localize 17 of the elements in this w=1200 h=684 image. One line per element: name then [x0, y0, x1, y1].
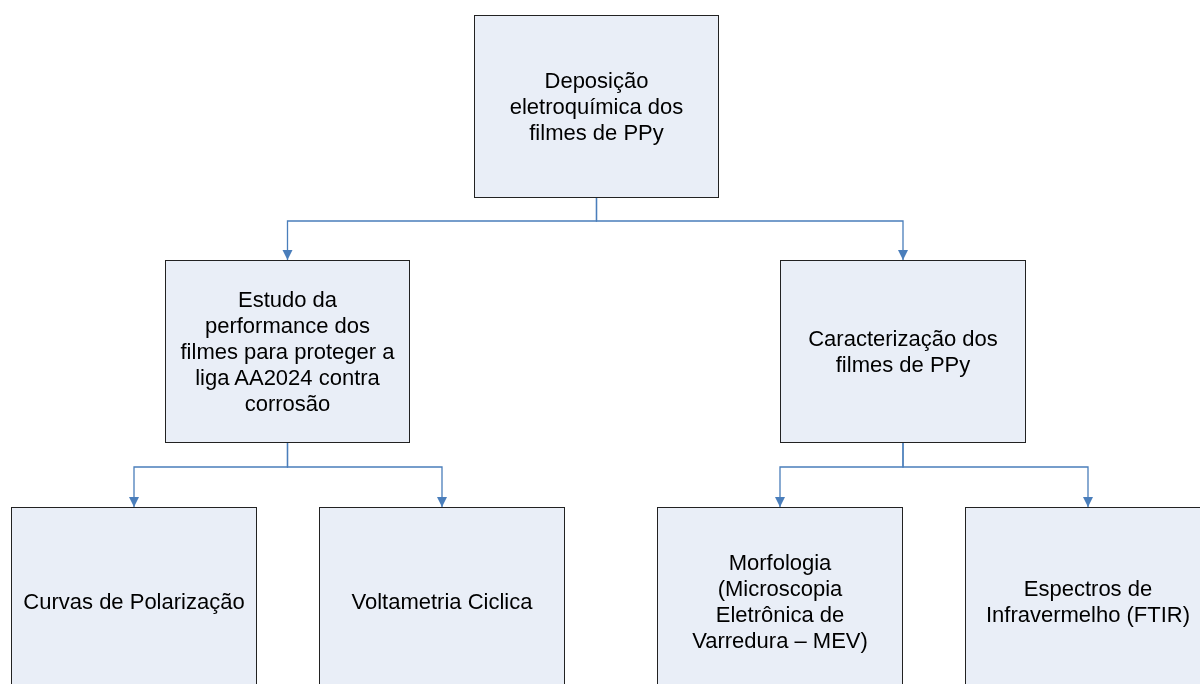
- connector-arrow: [902, 442, 1093, 508]
- box-text: Morfologia (Microscopia Eletrônica de Varredura – MEV): [691, 550, 869, 654]
- box-text: Voltametria Ciclica: [351, 589, 533, 615]
- connector-arrow: [286, 442, 447, 508]
- process-box: [657, 507, 903, 684]
- box-text: Curvas de Polarização: [23, 589, 245, 615]
- process-box: [780, 260, 1026, 443]
- box-text: Espectros de Infravermelho (FTIR): [984, 576, 1192, 628]
- process-box: [965, 507, 1200, 684]
- box-text: Caracterização dos filmes de PPy: [807, 325, 999, 378]
- process-box: [474, 15, 719, 198]
- process-box: [165, 260, 410, 443]
- box-text: Estudo da performance dos filmes para proteger a liga AA2024 contra corrosão: [179, 286, 396, 417]
- process-box: [319, 507, 565, 684]
- box-text: Deposição eletroquímica dos filmes de PPy: [508, 67, 685, 146]
- connector-arrow: [595, 197, 908, 261]
- process-box: [11, 507, 257, 684]
